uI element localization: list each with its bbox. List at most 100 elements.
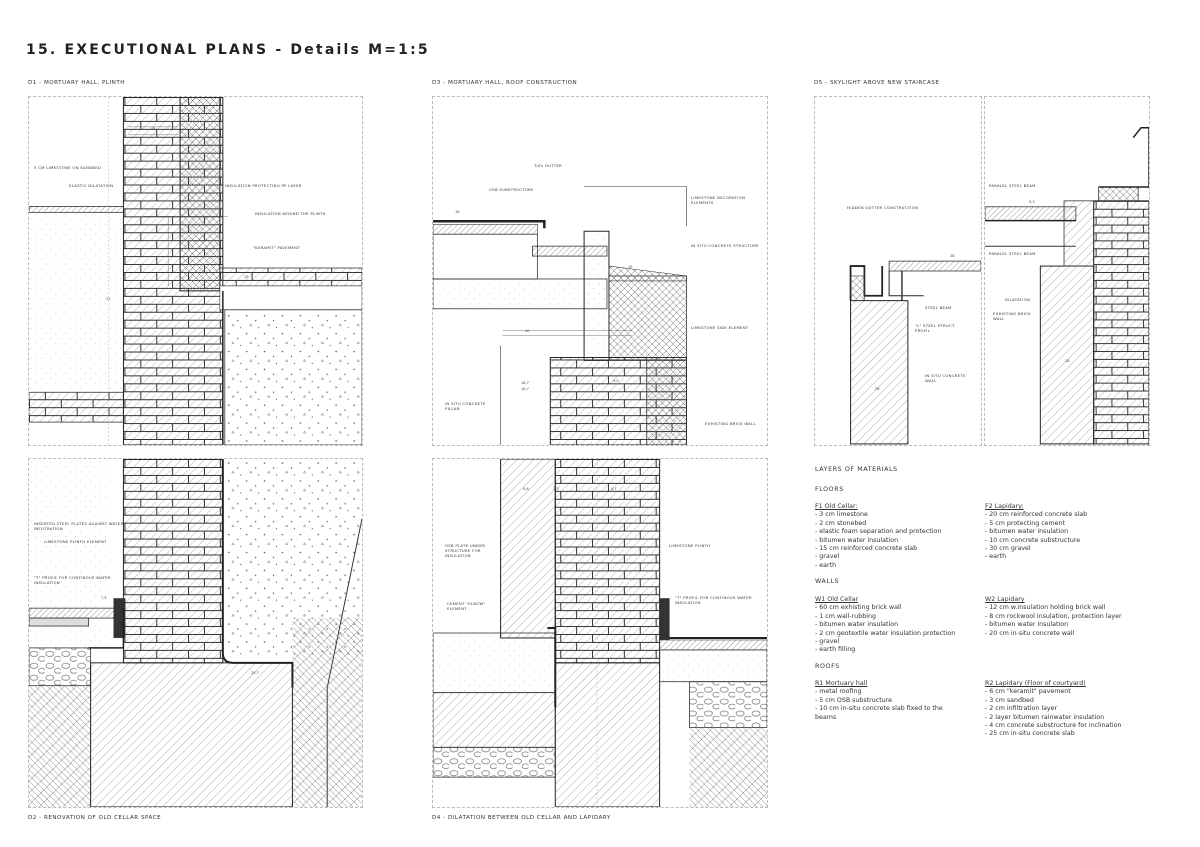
label-t-profil-d4: "T" PROFIL FOR CONTINOUS WATER INSULATIO… xyxy=(675,595,752,605)
f2-item: - 30 cm gravel xyxy=(985,545,1031,553)
r2-item: - 25 cm in-situ concrete slab xyxy=(985,730,1075,738)
w1-item: - gravel xyxy=(815,638,840,646)
dim-d3b: 15 xyxy=(628,265,633,269)
floors-heading: FLOORS xyxy=(815,486,844,493)
dim-d5b: 28 xyxy=(875,387,880,391)
d2-drawing xyxy=(29,459,362,807)
dim-d4b: 2,3 xyxy=(553,487,559,491)
r1-item: - 10 cm in-situ concrete slab fixed to t… xyxy=(815,705,943,713)
f2-item: - earth xyxy=(985,553,1007,561)
w1-item: - 2 cm geotextile water insulation prote… xyxy=(815,629,956,637)
f1-block: F1 Old Cellar: - 3 cm limestone - 2 cm s… xyxy=(815,503,990,570)
label-l-steel: "L" STEEL STRUCT. PROFIL xyxy=(915,323,956,333)
label-t-profil: "T" PROFIL FOR CONTINOUS WATER INSULATIO… xyxy=(34,575,111,585)
detail-d3-panel: TiZn GUTTER OSB SUBSTRUCTURE LIMESTONE D… xyxy=(432,96,768,446)
f1-item: - 3 cm limestone xyxy=(815,511,868,519)
r1-block: R1 Mortuary hall - metal roofing - 5 cm … xyxy=(815,680,990,722)
f2-title: F2 Lapidary: xyxy=(985,503,1024,510)
detail-d5-left-panel: HIDDEN GUTTER CONSTRUCTION STEEL BEAM "L… xyxy=(814,96,982,446)
dim-d1a: 15 xyxy=(151,127,156,131)
f2-item: - 10 cm concrete substructure xyxy=(985,536,1081,544)
page-title: 15. EXECUTIONAL PLANS - Details M=1:5 xyxy=(26,42,430,58)
f2-item: - bitumen water insulation xyxy=(985,528,1069,536)
f1-item: - bitumen water insulation xyxy=(815,536,899,544)
label-insitu-structure: IN SITU CONCRETE STRUCTURE xyxy=(691,243,759,248)
label-gutter: HIDDEN GUTTER CONSTRUCTION xyxy=(847,205,919,210)
label-osb-plate: OSB PLATE UNDER-STRUCTURE FOR INSULATION xyxy=(445,543,487,558)
w1-item: - 60 cm exhisting brick wall xyxy=(815,604,902,612)
f1-item: - elastic foam separation and protection xyxy=(815,528,942,536)
detail-d4-panel: OSB PLATE UNDER-STRUCTURE FOR INSULATION… xyxy=(432,458,768,808)
detail-d1-panel: 3 CM LIMESTONE ON SANDBED ELASTIC DILATA… xyxy=(28,96,363,446)
caption-d2: D2 - RENOVATION OF OLD CELLAR SPACE xyxy=(28,815,162,821)
w2-title: W2 Lapidary xyxy=(985,596,1025,603)
label-insitu-pillar: IN SITU CONCRETE PILLAR xyxy=(445,401,486,411)
dim-d3a: 16 xyxy=(455,210,460,214)
dim-d3f: 9,5 xyxy=(613,379,619,383)
label-keramit: "KERAMIT" PAVEMENT xyxy=(253,245,301,250)
w1-item: - earth filling xyxy=(815,646,856,654)
label-osb: OSB SUBSTRUCTURE xyxy=(489,187,534,192)
d3-drawing xyxy=(433,186,687,445)
dim-d3e: 40 xyxy=(525,329,530,333)
label-limestone: 3 CM LIMESTONE ON SANDBED xyxy=(34,165,102,170)
r2-title: R2 Lapidary (Floor of courtyard) xyxy=(985,680,1086,687)
r2-item: - 3 cm sandbed xyxy=(985,696,1034,704)
detail-d2-panel: INSERTED STEEL PLATES AGAINST WATER INFI… xyxy=(28,458,363,808)
r1-title: R1 Mortuary hall xyxy=(815,680,868,687)
label-existing-brick: EXHISTING BRICK WALL xyxy=(993,311,1031,321)
label-parallel-2: PARALEL STEEL BEAM xyxy=(989,251,1036,256)
w1-title: W1 Old Cellar xyxy=(815,596,859,603)
label-dilatation: DILATATION xyxy=(1005,297,1031,302)
f1-item: - 2 cm stonebed xyxy=(815,519,867,527)
label-limestone-side: LIMESTONE SIDE ELEMENT xyxy=(691,325,749,330)
w2-item: - bitumen water insulation xyxy=(985,621,1069,629)
dim-d3d: 16,7 xyxy=(521,387,529,391)
label-steel-beam: STEEL BEAM xyxy=(925,305,952,310)
f1-item: - 15 cm reinforced concrete slab xyxy=(815,545,918,553)
dim-d2a: 7,5 xyxy=(101,596,107,600)
f1-title: F1 Old Cellar: xyxy=(815,503,858,510)
label-insulation-pe: INSULATION PROTECTING PE LAYER xyxy=(225,183,302,188)
r1-item: beams xyxy=(815,713,837,721)
caption-d3: D3 - MORTUARY HALL, ROOF CONSTRUCTION xyxy=(432,80,578,86)
r2-item: - 2 cm infiltration layer xyxy=(985,705,1058,713)
d4-drawing xyxy=(433,459,767,807)
roofs-heading: ROOFS xyxy=(815,663,840,670)
label-parallel-1: PARALEL STEEL BEAM xyxy=(989,183,1036,188)
w2-item: - 8 cm rockwool insulation, protection l… xyxy=(985,612,1122,620)
dim-d5d: 28 xyxy=(1065,359,1070,363)
label-insitu-wall: IN SITU CONCRETE WALL xyxy=(925,373,966,383)
r1-item: - metal roofing xyxy=(815,688,862,696)
r1-item: - 5 cm OSB substructure xyxy=(815,696,892,704)
label-insulation-plinth: INSULATION BEHIND THE PLINTH xyxy=(255,211,326,216)
f1-item: - gravel xyxy=(815,553,840,561)
w2-item: - 20 cm in-situ concrete wall xyxy=(985,629,1075,637)
w1-item: - bitumen water insulation xyxy=(815,621,899,629)
caption-d1: D1 - MORTUARY HALL, PLINTH xyxy=(28,80,125,86)
label-limestone-plinth: LIMESTONE PLINTH xyxy=(669,543,711,548)
f2-block: F2 Lapidary: - 20 cm reinforced concrete… xyxy=(985,503,1160,562)
w1-item: - 1 cm wall-rubbing xyxy=(815,612,876,620)
f2-item: - 5 cm protecting cement xyxy=(985,519,1065,527)
d5-left-drawing xyxy=(849,260,981,445)
r2-item: - 2 layer bitumen rainwater insulation xyxy=(985,713,1105,721)
dim-d5c: 9,3 xyxy=(1029,200,1035,204)
dim-d4a: 4,6 xyxy=(523,487,529,491)
materials-heading: LAYERS OF MATERIALS xyxy=(815,466,898,473)
caption-d5: D5 - SKYLIGHT ABOVE NEW STAIRCASE xyxy=(814,80,940,86)
r2-block: R2 Lapidary (Floor of courtyard) - 6 cm … xyxy=(985,680,1160,739)
label-tizn-gutter: TiZn GUTTER xyxy=(534,163,563,168)
label-elbow: CEMENT "ELBOW" ELEMENT xyxy=(447,601,486,611)
dim-d1b: 21 xyxy=(106,297,111,301)
d5-right-drawing xyxy=(985,127,1149,445)
f1-item: - earth xyxy=(815,561,837,569)
label-elastic: ELASTIC DILATATION xyxy=(69,183,114,188)
walls-heading: WALLS xyxy=(815,578,840,585)
label-brick-wall: EXHISTING BRICK WALL xyxy=(705,421,756,426)
label-plinth-element: LIMESTONE PLINTH ELEMENT xyxy=(44,539,107,544)
r2-item: - 6 cm "keramit" pavement xyxy=(985,688,1071,696)
detail-d5-right-panel: PARALEL STEEL BEAM PARALEL STEEL BEAM DI… xyxy=(984,96,1150,446)
dim-d3c: 16,7 xyxy=(521,381,529,385)
dim-d4c: 4,7 xyxy=(611,487,617,491)
